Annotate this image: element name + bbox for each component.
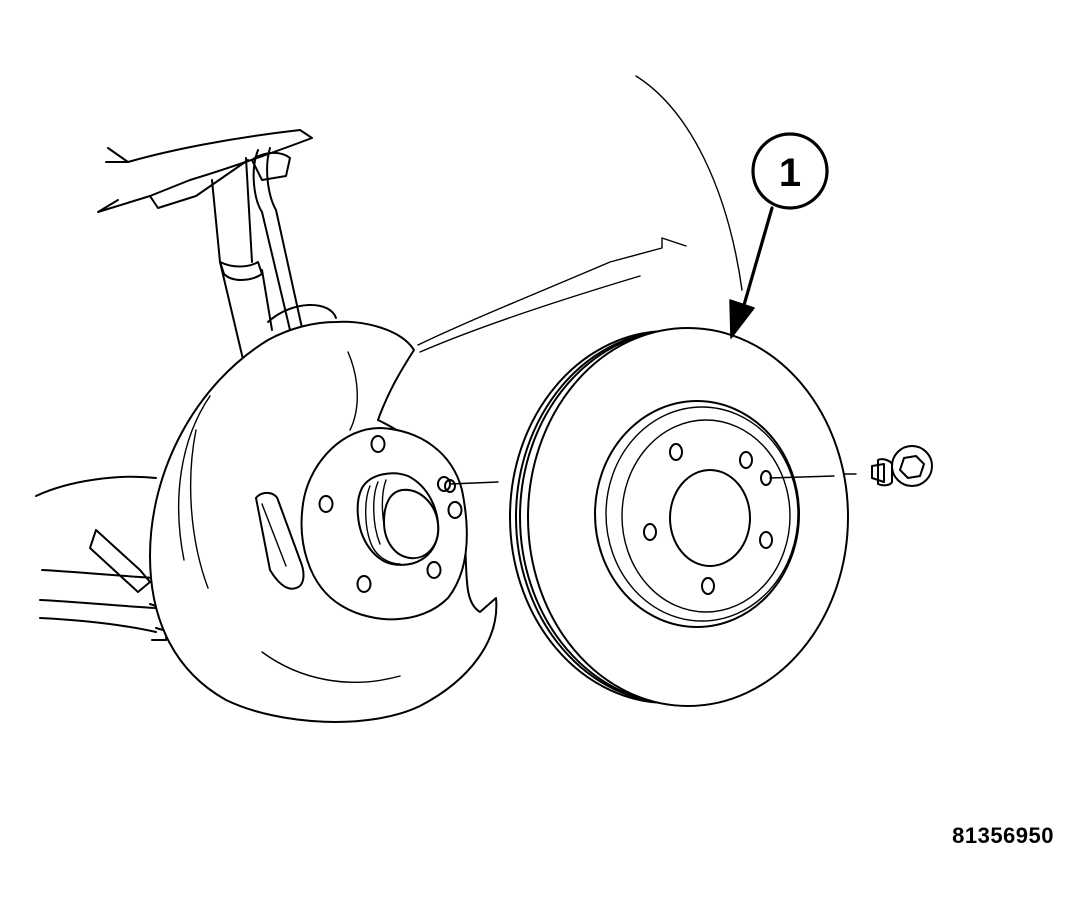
callout-1-label: 1: [779, 151, 801, 195]
figure-number: 81356950: [952, 823, 1054, 848]
fender-outline: [417, 75, 743, 353]
callout-1-arrowhead: [729, 299, 755, 339]
alignment-lines: [449, 473, 857, 485]
strut-assembly: [97, 129, 337, 373]
callout-1: 1: [729, 132, 829, 339]
callout-1-leader: [740, 206, 774, 314]
rotor-retaining-screw: [871, 445, 933, 487]
wheel-hub: [300, 427, 468, 621]
brake-rotor: [509, 327, 849, 707]
